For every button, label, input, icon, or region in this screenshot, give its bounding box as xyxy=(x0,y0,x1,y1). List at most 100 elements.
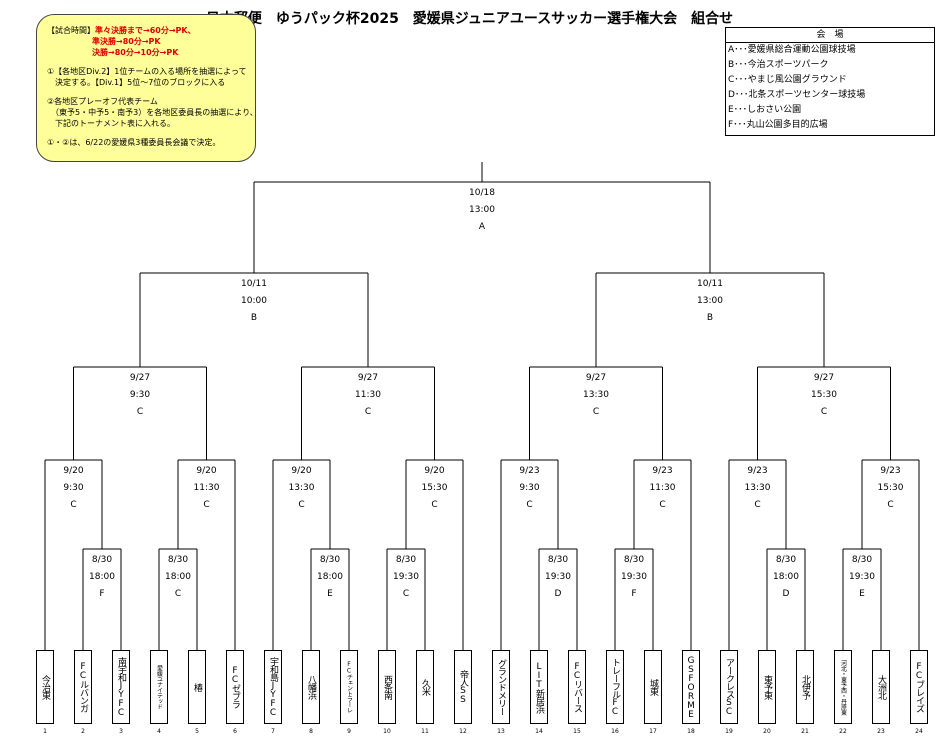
venue-item-d: D･･･北条スポーツセンター球技場 xyxy=(728,90,866,100)
team-box: GSFORME xyxy=(682,650,700,724)
team-number: 12 xyxy=(459,728,467,735)
match-venue: C xyxy=(402,589,410,599)
team-name: FCブレイズ xyxy=(914,662,924,712)
team-number: 18 xyxy=(687,728,695,735)
match-venue: C xyxy=(754,500,761,510)
match-venue: B xyxy=(250,313,258,323)
team-name: 城東 xyxy=(648,679,658,695)
match-venue: C xyxy=(70,500,77,510)
match-time: 19:30 xyxy=(393,572,419,582)
match-venue: C xyxy=(820,407,828,417)
team-number: 2 xyxy=(81,728,85,735)
match-date: 9/20 xyxy=(291,466,312,476)
match-time: 19:30 xyxy=(545,572,571,582)
match-venue: C xyxy=(174,589,182,599)
team-box: LIT新居浜 xyxy=(530,650,548,724)
venue-item-a: A･･･愛媛県総合運動公園球技場 xyxy=(728,45,856,55)
match-venue: C xyxy=(659,500,666,510)
team-number: 10 xyxy=(383,728,391,735)
team-name: 河北・東予西・丹原東 xyxy=(839,659,847,715)
match-date: 9/20 xyxy=(424,466,445,476)
team-box: グランドメリー xyxy=(492,650,510,724)
match-venue: B xyxy=(706,313,714,323)
match-venue: C xyxy=(364,407,372,417)
match-time: 18:00 xyxy=(89,572,115,582)
venue-item-e: E･･･しおさい公園 xyxy=(728,105,802,115)
team-box: 愛媛ユナイテッド xyxy=(150,650,168,724)
team-name: 大洲北 xyxy=(876,675,886,699)
team-number: 22 xyxy=(839,728,847,735)
match-time: 18:00 xyxy=(165,572,191,582)
team-box: 椿 xyxy=(188,650,206,724)
team-number: 15 xyxy=(573,728,581,735)
team-number: 3 xyxy=(119,728,123,735)
match-venue: C xyxy=(203,500,210,510)
match-date: 9/27 xyxy=(357,373,379,383)
time-rule-3: 決勝→80分→10分→PK xyxy=(92,48,179,57)
match-time: 11:30 xyxy=(193,483,220,493)
team-name: 愛媛ユナイテッド xyxy=(155,665,163,709)
team-box: 久米 xyxy=(416,650,434,724)
match-venue: E xyxy=(859,589,865,599)
match-date: 10/11 xyxy=(241,279,267,289)
match-date: 10/18 xyxy=(469,188,495,198)
team-name: グランドメリー xyxy=(496,659,506,715)
match-time: 15:30 xyxy=(877,483,904,493)
match-date: 9/20 xyxy=(63,466,84,476)
notes-box: 【試合時間】準々決勝まで→60分→PK、 準決勝→80分→PK 決勝→80分→1… xyxy=(36,14,258,162)
team-box: 河北・東予西・丹原東 xyxy=(834,650,852,724)
team-box: FCゼブラ xyxy=(226,650,244,724)
match-time-rules: 【試合時間】準々決勝まで→60分→PK、 xyxy=(47,25,255,36)
match-venue: F xyxy=(99,589,105,599)
team-box: 南宇和JYFC xyxy=(112,650,130,724)
match-date: 10/11 xyxy=(697,279,723,289)
team-name: LIT新居浜 xyxy=(534,661,544,713)
note-2-line-1: ②各地区プレーオフ代表チーム xyxy=(47,97,158,106)
team-number: 17 xyxy=(649,728,657,735)
venue-item-b: B･･･今治スポーツパーク xyxy=(728,60,829,70)
team-box: 城東 xyxy=(644,650,662,724)
match-date: 8/30 xyxy=(167,555,189,565)
team-box: 北伊予 xyxy=(796,650,814,724)
match-date: 9/23 xyxy=(880,466,901,476)
time-heading: 【試合時間】 xyxy=(47,26,95,35)
team-name: 東予東 xyxy=(762,675,772,699)
match-venue: C xyxy=(431,500,438,510)
team-name: 南宇和JYFC xyxy=(116,657,126,717)
team-number: 8 xyxy=(309,728,313,735)
team-number: 14 xyxy=(535,728,543,735)
team-box: FCブレイズ xyxy=(910,650,928,724)
note-1-line-1: ①【各地区Div.2】1位チームの入る場所を抽選によって xyxy=(47,67,247,76)
team-name: トレーフルFC xyxy=(610,658,620,716)
team-number: 11 xyxy=(421,728,429,735)
match-date: 8/30 xyxy=(395,555,417,565)
team-name: 西条南 xyxy=(382,675,392,699)
team-box: 大洲北 xyxy=(872,650,890,724)
match-venue: E xyxy=(327,589,333,599)
team-number: 7 xyxy=(271,728,275,735)
match-time: 13:00 xyxy=(697,296,723,306)
team-box: 今治東 xyxy=(36,650,54,724)
note-1-line-2: 決定する。【Div.1】5位～7位のブロックに入る xyxy=(55,78,226,87)
match-time: 13:30 xyxy=(744,483,771,493)
team-name: 今治東 xyxy=(40,675,50,699)
match-time: 19:30 xyxy=(621,572,647,582)
match-time: 9:30 xyxy=(63,483,84,493)
note-3: ①・②は、6/22の愛媛県3種委員長会議で決定。 xyxy=(47,138,221,147)
